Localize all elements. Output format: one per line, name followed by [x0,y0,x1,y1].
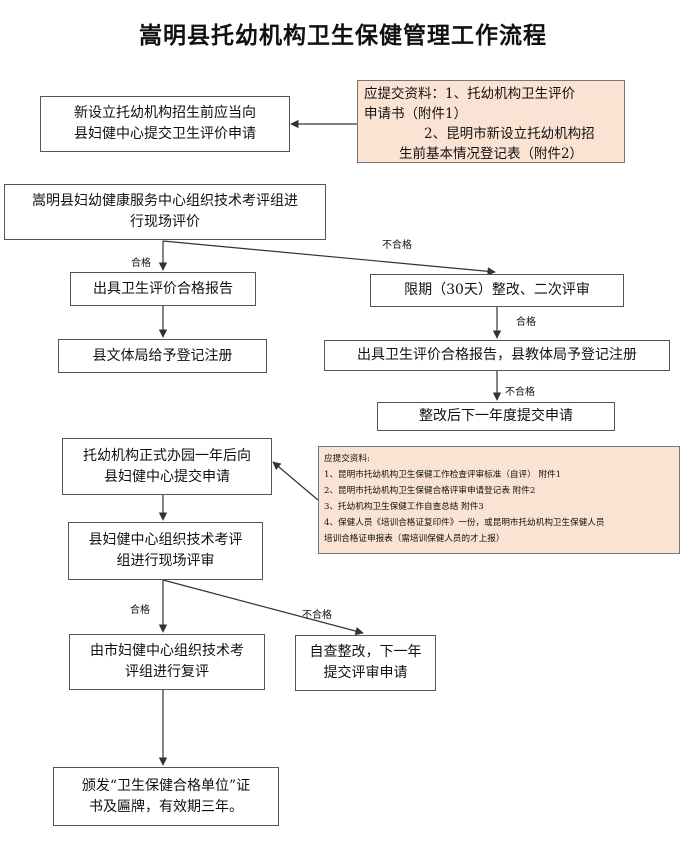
onsite-eval-box: 嵩明县妇幼健康服务中心组织技术考评组进行现场评价 [4,184,326,240]
note-line: 申请书（附件1） [364,106,468,122]
note-line: 生前基本情况登记表（附件2） [398,146,584,162]
fail-label: 不合格 [302,610,332,621]
next-year-box: 整改后下一年度提交申请 [377,402,615,431]
note-line: 4、保健人员《培训合格证复印件》一份，或昆明市托幼机构卫生保健人员 [324,518,605,528]
note-line: 2、昆明市新设立托幼机构招 [424,126,595,142]
arrow-review-to-selfcheck [162,579,364,636]
arrow-eval-to-rectify [162,240,496,276]
pass-label: 合格 [131,258,151,269]
registration-box: 县文体局给予登记注册 [58,339,267,373]
note-line: 应提交资料：1、托幼机构卫生评价 [364,86,576,102]
report-register-box: 出具卫生评价合格报告，县教体局予登记注册 [324,340,670,371]
apply-new-box: 新设立托幼机构招生前应当向县妇健中心提交卫生评价申请 [40,96,290,152]
award-box: 颁发“卫生保健合格单位”证书及匾牌，有效期三年。 [53,767,279,826]
rectify-box: 限期（30天）整改、二次评审 [370,274,624,307]
self-check-box: 自查整改，下一年提交评审申请 [295,635,436,691]
city-review-box: 由市妇健中心组织技术考评组进行复评 [69,634,265,690]
fail-label: 不合格 [382,240,412,251]
note-line: 2、昆明市托幼机构卫生保健合格评审申请登记表 附件2 [324,486,536,496]
pass-label: 合格 [130,605,150,616]
pass-label: 合格 [516,317,536,328]
note-line: 应提交资料: [324,454,370,464]
annual-materials-note: 应提交资料: 1、昆明市托幼机构卫生保健工作检查评审标准（自评） 附件1 2、昆… [318,446,680,554]
initial-materials-note: 应提交资料：1、托幼机构卫生评价 申请书（附件1） 2、昆明市新设立托幼机构招 … [357,80,625,163]
fail-label: 不合格 [505,387,535,398]
page-title: 嵩明县托幼机构卫生保健管理工作流程 [139,22,547,49]
qualified-report-box: 出具卫生评价合格报告 [70,272,256,306]
arrow-materials2-to-oneyear [272,461,319,501]
note-line: 3、托幼机构卫生保健工作自查总结 附件3 [324,502,484,512]
note-line: 培训合格证申报表（需培训保健人员的才上报） [324,534,505,544]
note-line: 1、昆明市托幼机构卫生保健工作检查评审标准（自评） 附件1 [324,470,562,480]
one-year-apply-box: 托幼机构正式办园一年后向县妇健中心提交申请 [62,438,272,495]
onsite-review-box: 县妇健中心组织技术考评组进行现场评审 [68,522,263,580]
